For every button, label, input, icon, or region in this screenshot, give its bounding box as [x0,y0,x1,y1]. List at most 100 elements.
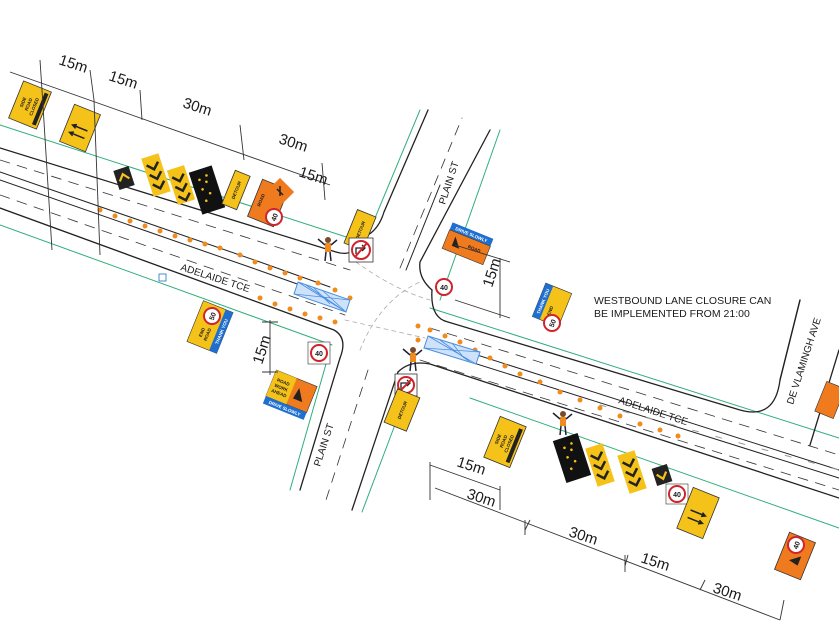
adelaide-east-north-verge [429,307,839,439]
sign-speed-40-north-text: 40 [440,285,448,292]
road-label-plain-north: PLAIN ST [437,160,461,206]
sign-side-road-closed-east-line1: SIDE [494,433,503,445]
sign-roadwork-ahead-south-line2: WORK [274,383,290,393]
adelaide-west-south-verge [0,224,333,346]
sign-end-roadwork-sw-line1: END [198,326,206,337]
sign-speed-50-north: 50 [543,314,561,332]
sign-speed-40-east: 40 [665,483,689,505]
sign-speed-40-east-text: 40 [673,492,681,499]
sign-speed-40-far-east-text: 40 [793,541,802,551]
adelaide-east-south-kerb [397,362,839,499]
sign-arrow-board-west [188,165,226,215]
dim-south-side: 15m [250,333,275,366]
implementation-note-line1: WESTBOUND LANE CLOSURE CAN [594,295,772,307]
sign-speed-40-north: 40 [435,278,453,296]
dim-west-2: 15m [107,68,140,93]
sign-chevron-west-1 [113,166,135,190]
sign-chevron-east-1 [585,443,615,487]
adelaide-east-lane-dash-2 [419,359,839,491]
sign-side-road-closed-west-line3: CLOSED [28,96,40,116]
plain-north-centre [399,117,463,269]
sign-side-road-closed-west-line2: ROAD [24,97,34,112]
sign-chevron-east-3 [651,463,673,487]
sign-speed-50-south-west: 50 [203,307,221,325]
traffic-controller-north-west [317,237,338,262]
sign-detour-west: DETOUR [221,169,251,211]
sign-side-road-closed-east: SIDE ROAD CLOSED [483,415,527,469]
sign-roadwork-ahead-south-line1: ROAD [276,377,291,387]
sign-roadwork-ahead-south: ROAD WORK AHEAD DRIVE SLOWLY [262,369,318,420]
dim-east-5: 30m [711,580,744,605]
implementation-note-line2: BE IMPLEMENTED FROM 21:00 [594,308,750,320]
plain-north-lane [405,184,441,271]
dim-east-3: 30m [567,524,600,549]
sign-speed-40-west-text: 40 [271,213,280,223]
sign-speed-40-west: 40 [265,208,283,226]
cone-taper-east [415,323,681,439]
dim-west-3: 30m [181,95,214,120]
survey-marker [158,273,167,282]
sign-side-road-closed-east-line3: CLOSED [503,433,515,453]
sign-roadwork-speed-west-text: ROAD [256,192,266,207]
sign-arrow-board-east [552,433,592,483]
sign-lane-arrows-west [59,103,101,153]
plain-south-east-kerb [351,371,399,511]
sign-end-roadwork-sw-line2: ROAD [203,327,213,342]
sign-chevron-west-3 [166,165,196,205]
sign-side-road-closed-west: SIDE ROAD CLOSED [8,80,52,130]
plain-south-west-kerb [299,357,341,491]
adelaide-east-median-2 [425,347,839,479]
sign-roadwork-ahead-north-text: ROAD [467,244,482,254]
sign-speed-50-north-text: 50 [549,319,558,329]
sign-roadwork-ahead-south-line3: AHEAD [271,388,288,399]
road-label-plain-south: PLAIN ST [312,422,336,468]
implementation-note: WESTBOUND LANE CLOSURE CAN BE IMPLEMENTE… [594,295,771,321]
dimension-lines [9,59,785,621]
sign-speed-40-south: 40 [307,341,331,365]
adelaide-east-south-verge [469,397,839,529]
dim-west-5: 15m [297,164,330,189]
adelaide-east-north-kerb [431,289,801,413]
sign-roadwork-ahead-north: DRIVE SLOWLY ROAD [441,222,494,266]
sign-speed-40-south-text: 40 [315,351,323,358]
sign-end-roadwork-south-west: END ROAD THANK YOU [186,300,234,354]
sign-roadwork-speed-east [774,531,816,581]
plain-north-east-verge [439,129,501,301]
sign-side-road-closed-west-line1: SIDE [19,96,28,108]
sign-speed-50-sw-text: 50 [209,312,218,322]
barrier-east [423,335,481,365]
cone-taper-west [97,207,353,325]
traffic-controller-east [552,411,573,436]
sign-workers-ahead-de-vlamingh [814,381,839,419]
sign-detour-se: DETOUR [383,388,421,432]
barrier-west [293,281,351,313]
adelaide-west-lane-dash-1 [0,159,351,271]
de-vlamingh-west-kerb [779,299,801,381]
plain-north-east-kerb [419,129,491,291]
dim-east-2: 30m [465,486,498,511]
traffic-controller-centre [402,347,423,372]
sign-chevron-east-2 [617,450,647,494]
sign-speed-40-far-east: 40 [787,536,805,554]
road-label-de-vlamingh: DE VLAMINGH AVE [785,316,823,406]
dimension-labels: 15m 15m 30m 30m 15m 15m 15m 15m 30m 30m … [57,52,744,605]
sign-no-right-turn-nw [348,237,374,263]
dim-west-1: 15m [57,52,90,77]
plain-south-west-verge [289,349,331,491]
sign-lane-arrows-east [676,486,720,540]
road-network [0,109,839,529]
adelaide-east-lane-arrows [599,404,839,471]
adelaide-east-median [429,339,839,471]
adelaide-west-south-kerb [0,207,344,359]
dim-east-1: 15m [455,454,488,479]
sign-side-road-closed-east-line2: ROAD [499,434,509,449]
dim-west-4: 30m [277,131,310,156]
plain-south-centre [325,369,369,501]
adelaide-west-median [0,171,331,288]
sign-end-roadwork-north-text: END [546,305,554,316]
adelaide-west-lane-dash-2 [0,194,346,316]
intersection-turn-paths [344,261,431,351]
plain-north-west-verge [369,109,421,231]
sign-chevron-west-2 [141,153,171,197]
